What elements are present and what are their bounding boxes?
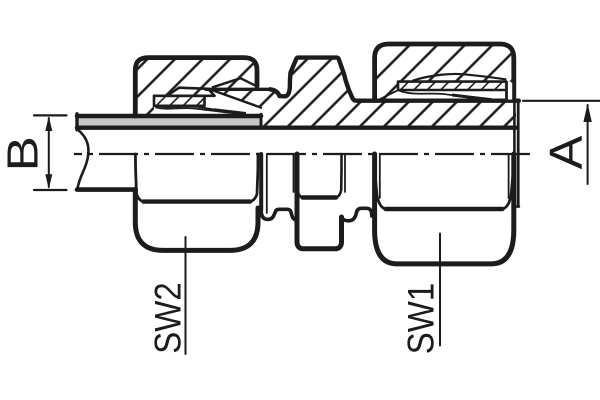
svg-text:B: B [0,136,47,171]
svg-text:A: A [541,135,592,170]
svg-text:SW2: SW2 [148,282,189,353]
svg-text:SW1: SW1 [401,283,442,354]
